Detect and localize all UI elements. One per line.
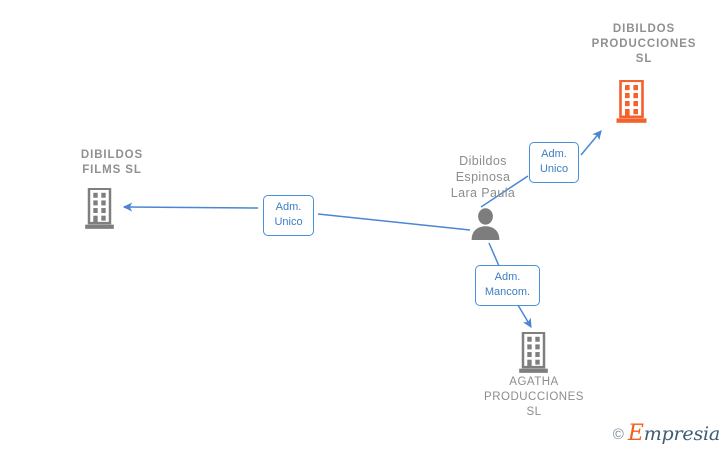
- edge-label-adm-unico-producciones[interactable]: Adm. Unico: [529, 142, 579, 183]
- empresia-logo-text: Empresia: [627, 421, 720, 446]
- node-title-dibildos-producciones: DIBILDOS PRODUCCIONES SL: [591, 23, 697, 65]
- node-title-dibildos-films: DIBILDOS FILMS SL: [80, 149, 144, 176]
- building-icon[interactable]: [518, 331, 549, 379]
- copyright-icon: ©: [612, 425, 624, 443]
- edge-label-adm-mancom-agatha[interactable]: Adm. Mancom.: [475, 265, 540, 306]
- person-icon[interactable]: [470, 208, 501, 245]
- building-icon[interactable]: [84, 187, 115, 235]
- empresia-logo-rest: mpresia: [643, 423, 720, 445]
- node-title-agatha-producciones: AGATHA PRODUCCIONES SL: [484, 376, 584, 418]
- building-icon[interactable]: [616, 79, 647, 129]
- edge-label-adm-unico-films[interactable]: Adm. Unico: [263, 195, 314, 236]
- empresia-logo-initial: E: [627, 421, 644, 446]
- empresia-watermark: © Empresia: [612, 421, 720, 446]
- edge-person-to-films[interactable]: [122, 202, 471, 231]
- edge-person-to-producciones[interactable]: [480, 130, 602, 208]
- node-title-dibildos-espinosa-lara-paula: Dibildos Espinosa Lara Paula: [450, 154, 516, 200]
